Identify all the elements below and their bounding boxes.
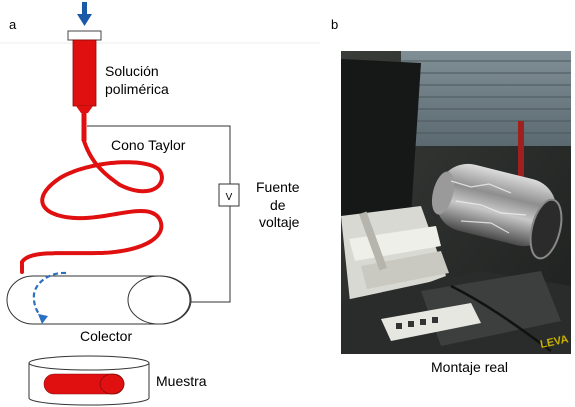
syringe-plunger [67, 30, 102, 41]
pressure-arrow-icon [77, 2, 92, 26]
rotation-arrow-icon [32, 271, 67, 319]
photo-brand-text: LEVA [539, 333, 569, 351]
syringe-tip [76, 106, 93, 113]
collector-drum [6, 275, 192, 325]
label-taylor-cone: Cono Taylor [111, 137, 186, 153]
label-source-line2: de [270, 197, 286, 213]
label-sample: Muestra [156, 373, 207, 389]
polymer-jet [20, 139, 164, 274]
rotation-arrowhead-icon [38, 314, 48, 324]
syringe-barrel [72, 39, 97, 107]
sample-specimen [43, 373, 125, 395]
voltmeter-box [218, 183, 240, 207]
label-collector: Colector [80, 328, 133, 344]
label-solution-line1: Solución [105, 63, 159, 79]
panel-letter-a: a [9, 17, 17, 32]
label-source-line1: Fuente [256, 179, 300, 195]
label-source-line3: voltaje [259, 214, 300, 230]
syringe-needle [81, 113, 87, 141]
panel-letter-b: b [331, 17, 339, 32]
label-solution-line2: polimérica [105, 81, 169, 97]
photo-caption: Montaje real [431, 359, 509, 375]
setup-photo: LEVA [341, 51, 571, 354]
voltmeter-label: V [226, 192, 233, 203]
wire-bottom [191, 206, 231, 303]
wire-top [87, 125, 231, 184]
electrospinning-schematic: V [0, 2, 320, 406]
